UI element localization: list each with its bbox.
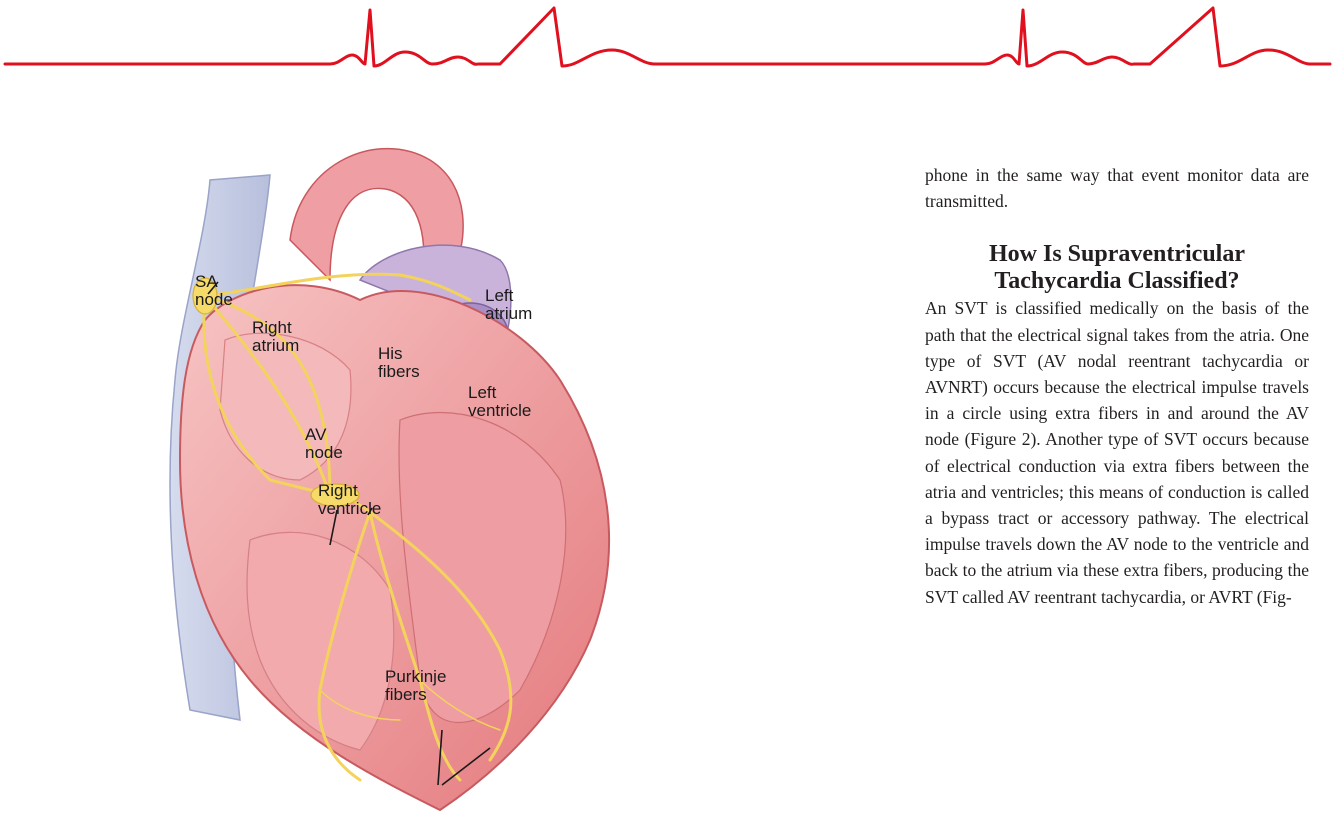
- classification-paragraph: An SVT is classified medically on the ba…: [925, 295, 1309, 609]
- section-heading: How Is Supraventricular Tachycardia Clas…: [925, 241, 1309, 295]
- heart-illustration: [0, 120, 640, 820]
- label-av-node: AV node: [305, 426, 343, 462]
- continuation-paragraph: phone in the same way that event monitor…: [925, 162, 1309, 214]
- label-purkinje-fibers: Purkinje fibers: [385, 668, 446, 704]
- ecg-trace-right: [680, 8, 1330, 66]
- label-right-ventricle: Right ventricle: [318, 482, 381, 518]
- ecg-waveform-header: [0, 0, 1332, 75]
- label-left-ventricle: Left ventricle: [468, 384, 531, 420]
- article-column: phone in the same way that event monitor…: [925, 162, 1309, 610]
- label-sa-node: SA node: [195, 273, 233, 309]
- label-right-atrium: Right atrium: [252, 319, 299, 355]
- label-left-atrium: Left atrium: [485, 287, 532, 323]
- label-his-fibers: His fibers: [378, 345, 420, 381]
- heart-conduction-figure: SA node Left atrium Right atrium His fib…: [0, 120, 640, 820]
- ecg-trace-left: [5, 8, 680, 66]
